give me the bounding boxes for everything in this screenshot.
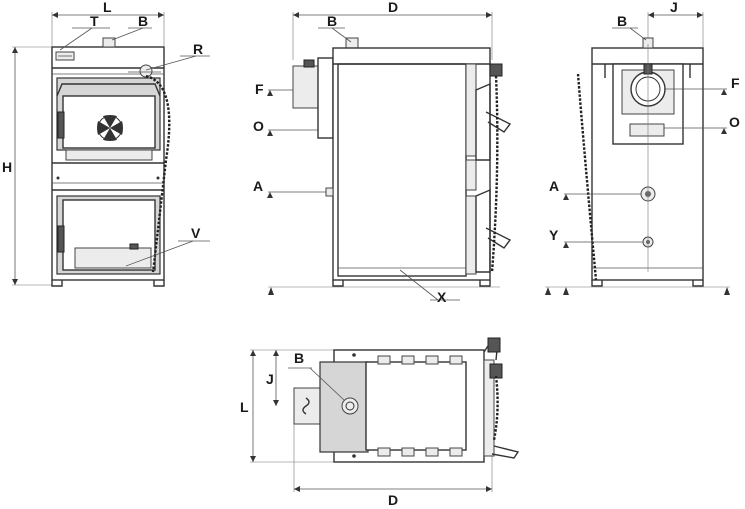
label-R: R: [193, 41, 203, 57]
top-door-handle: [491, 445, 520, 459]
label-V: V: [191, 225, 201, 241]
top-view: L J D: [240, 337, 520, 508]
top-regulator: [487, 337, 501, 353]
front-outlet-stub: [102, 37, 116, 48]
upper-door-hinge: [57, 111, 65, 139]
label-B-top: B: [294, 350, 304, 366]
label-F-side: F: [255, 81, 264, 97]
label-F-rear: F: [731, 75, 740, 91]
label-J-rear: J: [670, 0, 678, 15]
label-D-side: D: [388, 0, 398, 15]
lower-door-hinge: [57, 225, 65, 253]
label-Y: Y: [549, 227, 559, 243]
ash-drawer: [74, 247, 152, 269]
label-D-top: D: [388, 492, 398, 508]
side-view: D B F: [253, 0, 512, 305]
label-J-top: J: [266, 371, 274, 387]
flue-outlet: [292, 65, 319, 109]
label-H: H: [2, 159, 12, 175]
label-O-side: O: [253, 118, 264, 134]
label-A-rear: A: [549, 178, 559, 194]
cooling-ribs: [377, 355, 463, 457]
label-B-side: B: [327, 13, 337, 29]
label-L-front: L: [103, 0, 112, 15]
side-regulator: [489, 63, 503, 77]
fan-emblem: [97, 115, 123, 141]
label-X: X: [437, 289, 447, 305]
top-outlet-circle: [341, 397, 359, 415]
label-O-rear: O: [729, 114, 740, 130]
label-B-rear: B: [617, 13, 627, 29]
front-view: L H: [2, 0, 210, 287]
label-A-side: A: [253, 178, 263, 194]
rear-view: J B F: [545, 0, 740, 295]
label-B-front: B: [138, 13, 148, 29]
regulator-knob: [139, 64, 153, 78]
label-L-top: L: [240, 399, 249, 415]
front-regulator-chain: [145, 74, 171, 273]
side-regulator-chain: [490, 75, 499, 273]
cleaning-opening: [629, 123, 665, 137]
label-T: T: [90, 13, 99, 29]
lower-door-handle: [485, 227, 512, 249]
